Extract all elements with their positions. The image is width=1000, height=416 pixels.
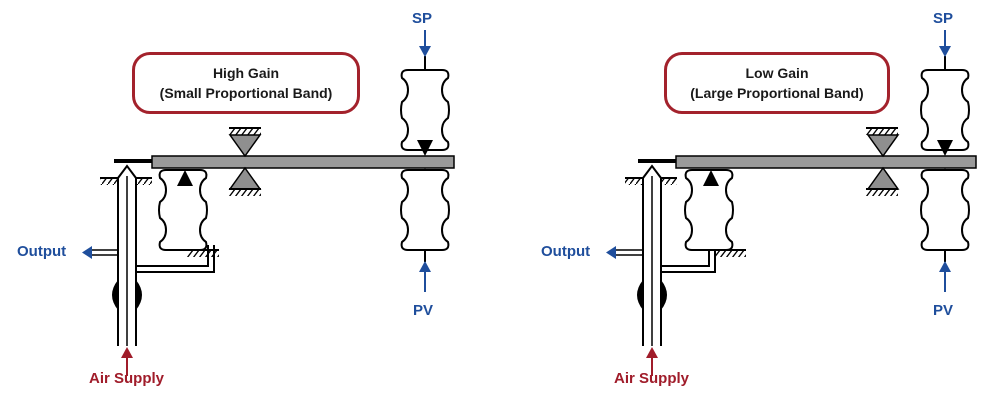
right-panel <box>606 30 977 376</box>
orifice-restriction <box>112 280 118 310</box>
output-label: Output <box>17 243 67 260</box>
gain-subtitle: (Large Proportional Band) <box>690 85 864 101</box>
gain-box-high: High Gain (Small Proportional Band) <box>132 52 360 114</box>
flapper-beam <box>675 155 977 169</box>
output-arrow-icon <box>82 246 92 259</box>
pv-label: PV <box>413 302 434 319</box>
feedback-bellows-pivot <box>177 170 193 186</box>
gain-title: High Gain <box>212 65 280 81</box>
sp-bellows-pivot <box>417 140 433 156</box>
output-label: Output <box>541 243 591 260</box>
flapper-beam <box>151 155 455 169</box>
sp-arrow-icon <box>939 46 951 57</box>
gain-box-low: Low Gain (Large Proportional Band) <box>664 52 890 114</box>
nozzle-pipe <box>117 164 137 346</box>
sp-label: SP <box>412 10 433 27</box>
sp-bellows-pivot <box>937 140 953 156</box>
fulcrum-lower <box>228 166 262 190</box>
left-panel <box>82 30 455 376</box>
fulcrum-lower <box>866 166 900 190</box>
fulcrum-upper <box>866 134 900 158</box>
gain-title: Low Gain <box>745 65 809 81</box>
feedback-bellows-pivot <box>703 170 719 186</box>
pv-arrow-icon <box>939 261 951 272</box>
sp-label: SP <box>933 10 954 27</box>
gain-subtitle: (Small Proportional Band) <box>159 85 333 101</box>
air-supply-arrow-icon <box>646 347 658 358</box>
orifice-restriction <box>637 280 643 310</box>
air-supply-label: Air Supply <box>89 370 165 387</box>
air-supply-label: Air Supply <box>614 370 690 387</box>
pv-arrow-icon <box>419 261 431 272</box>
sp-arrow-icon <box>419 46 431 57</box>
air-supply-arrow-icon <box>121 347 133 358</box>
nozzle-pipe <box>642 164 662 346</box>
fulcrum-upper <box>228 134 262 158</box>
output-arrow-icon <box>606 246 616 259</box>
pv-label: PV <box>933 302 954 319</box>
